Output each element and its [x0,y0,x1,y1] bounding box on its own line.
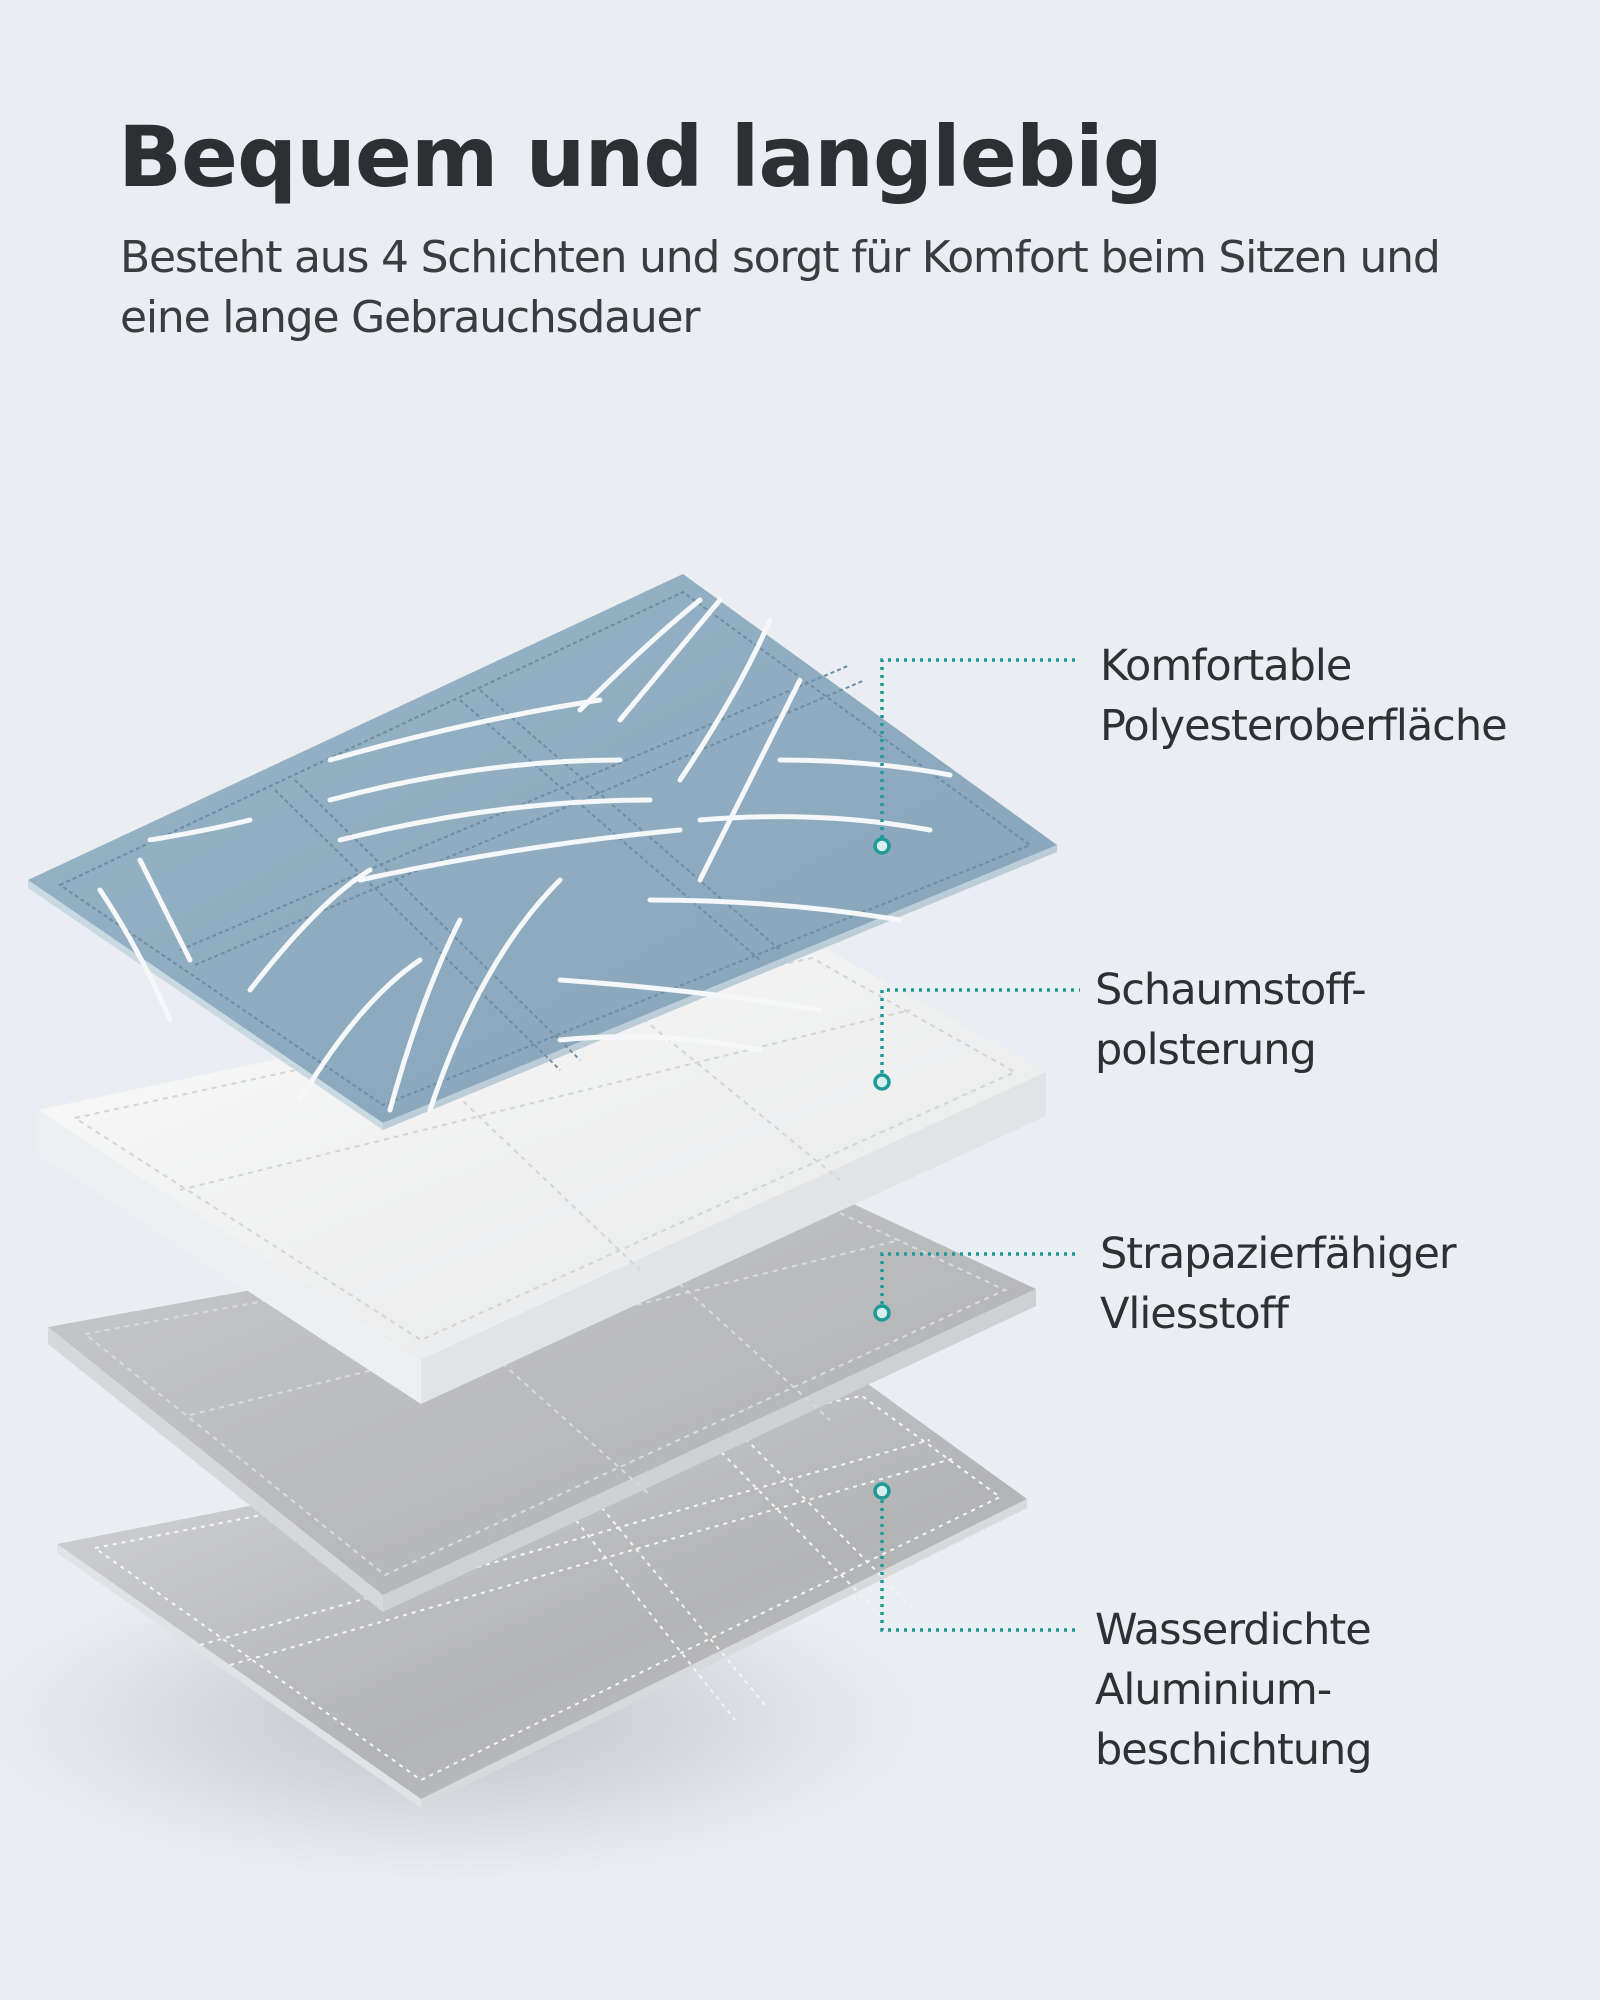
page-subtitle: Besteht aus 4 Schichten und sorgt für Ko… [120,232,1441,343]
label-polyester-surface: Komfortable Polyesteroberfläche [1100,641,1508,751]
callout-lines [880,658,1080,1632]
label-aluminum-coating: Wasserdichte Aluminium- beschichtung [1095,1605,1373,1775]
callout-line-2 [880,988,1080,1073]
callout-line-1 [880,658,1076,838]
marker-dot-4 [873,1482,891,1500]
label-nonwoven: Strapazierfähiger Vliesstoff [1100,1229,1457,1339]
aluminum-layer [57,1384,1027,1808]
label-foam-padding: Schaumstoff- polsterung [1095,965,1367,1075]
callout-line-4 [880,1500,1080,1632]
polyester-top-layer [28,574,1057,1130]
marker-dot-2 [873,1073,891,1091]
leaf-pattern [97,597,953,1113]
marker-dot-3 [873,1304,891,1322]
callout-markers [873,837,891,1500]
page-title: Bequem und langlebig [118,108,1163,206]
callout-line-3 [880,1252,1080,1304]
marker-dot-1 [873,837,891,855]
